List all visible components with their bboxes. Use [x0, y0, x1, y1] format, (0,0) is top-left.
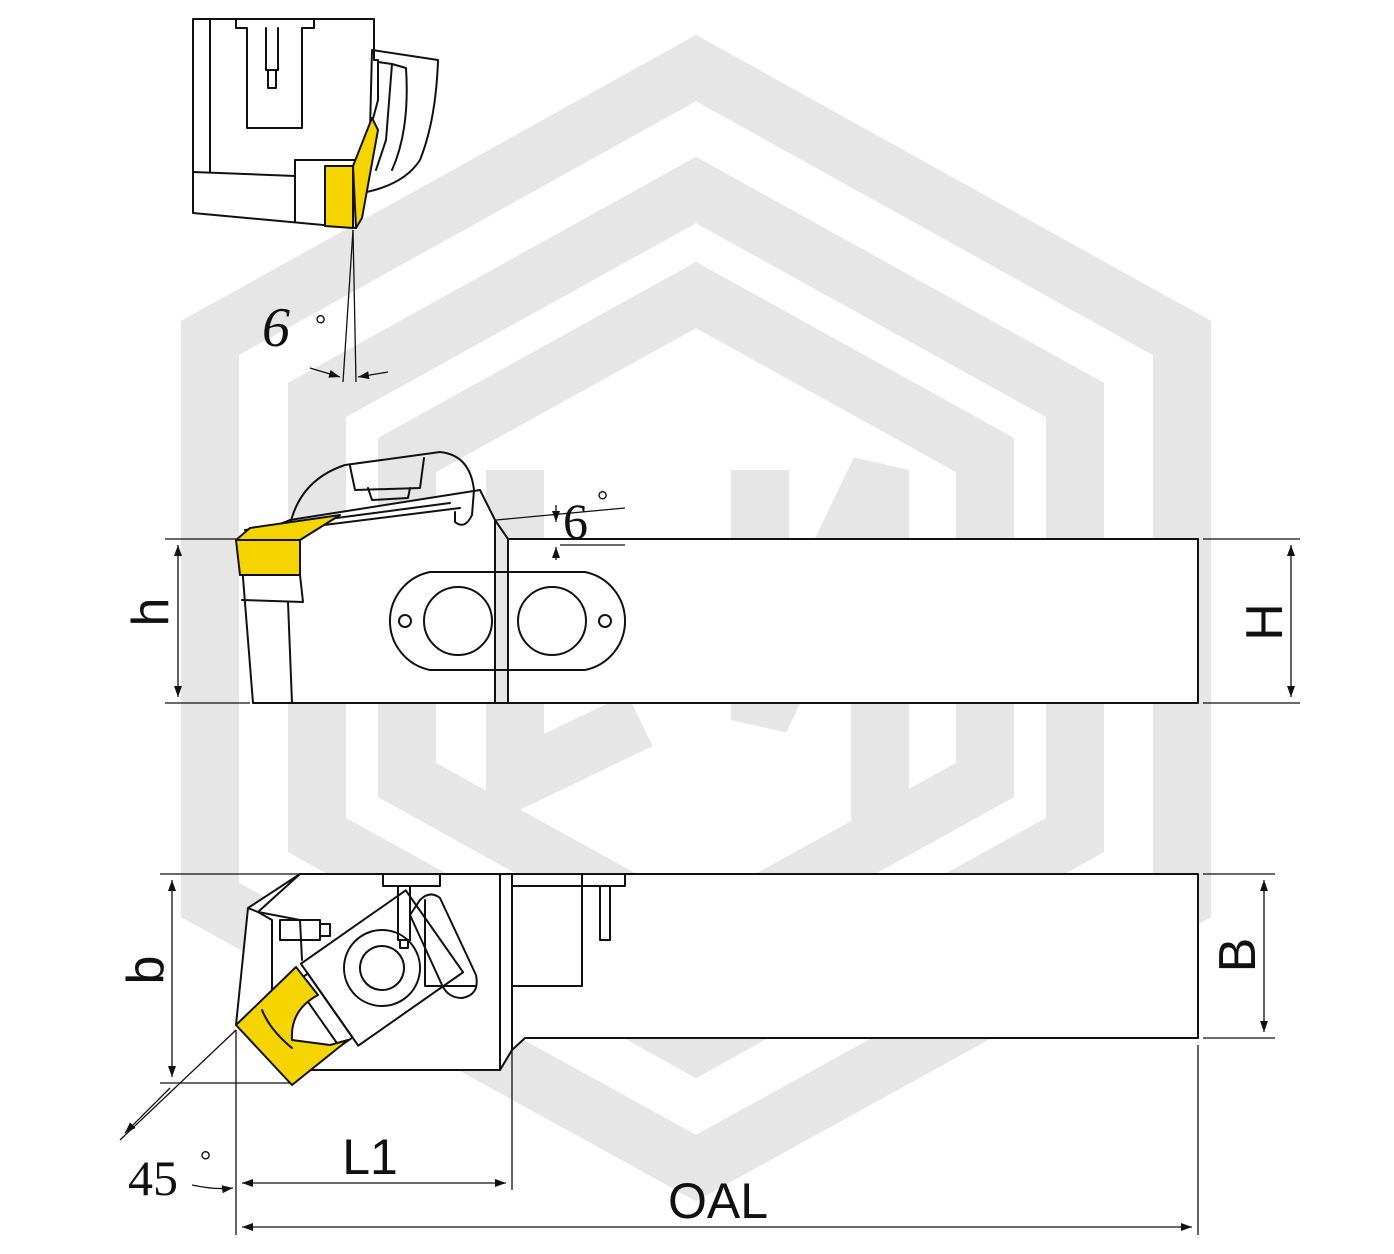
plan-view-insert [235, 966, 349, 1086]
OAL-label: OAL [668, 1173, 768, 1229]
L1-label: L1 [342, 1129, 398, 1185]
lead-angle-label: 45 [128, 1150, 178, 1206]
top-angle-degree: ° [315, 310, 326, 341]
side-angle-degree: ° [597, 486, 608, 517]
clamp-plate [388, 571, 627, 671]
side-view: 6 ° h H [122, 451, 1300, 704]
H-label: H [1236, 603, 1294, 641]
end-view: 6 ° [192, 18, 439, 383]
side-angle-label: 6 [563, 493, 588, 549]
B-label: B [1209, 938, 1267, 973]
end-view-insert [324, 165, 354, 229]
side-view-insert [235, 539, 301, 576]
lead-angle-degree: ° [200, 1146, 211, 1177]
top-angle-label: 6 [262, 297, 290, 359]
b-label: b [117, 956, 175, 985]
plan-view-head [235, 873, 513, 1071]
plan-view: b B 45 ° L1 OAL [117, 873, 1275, 1235]
plan-view-shank [511, 873, 1199, 1051]
side-view-head [239, 489, 496, 704]
h-label: h [122, 598, 180, 627]
